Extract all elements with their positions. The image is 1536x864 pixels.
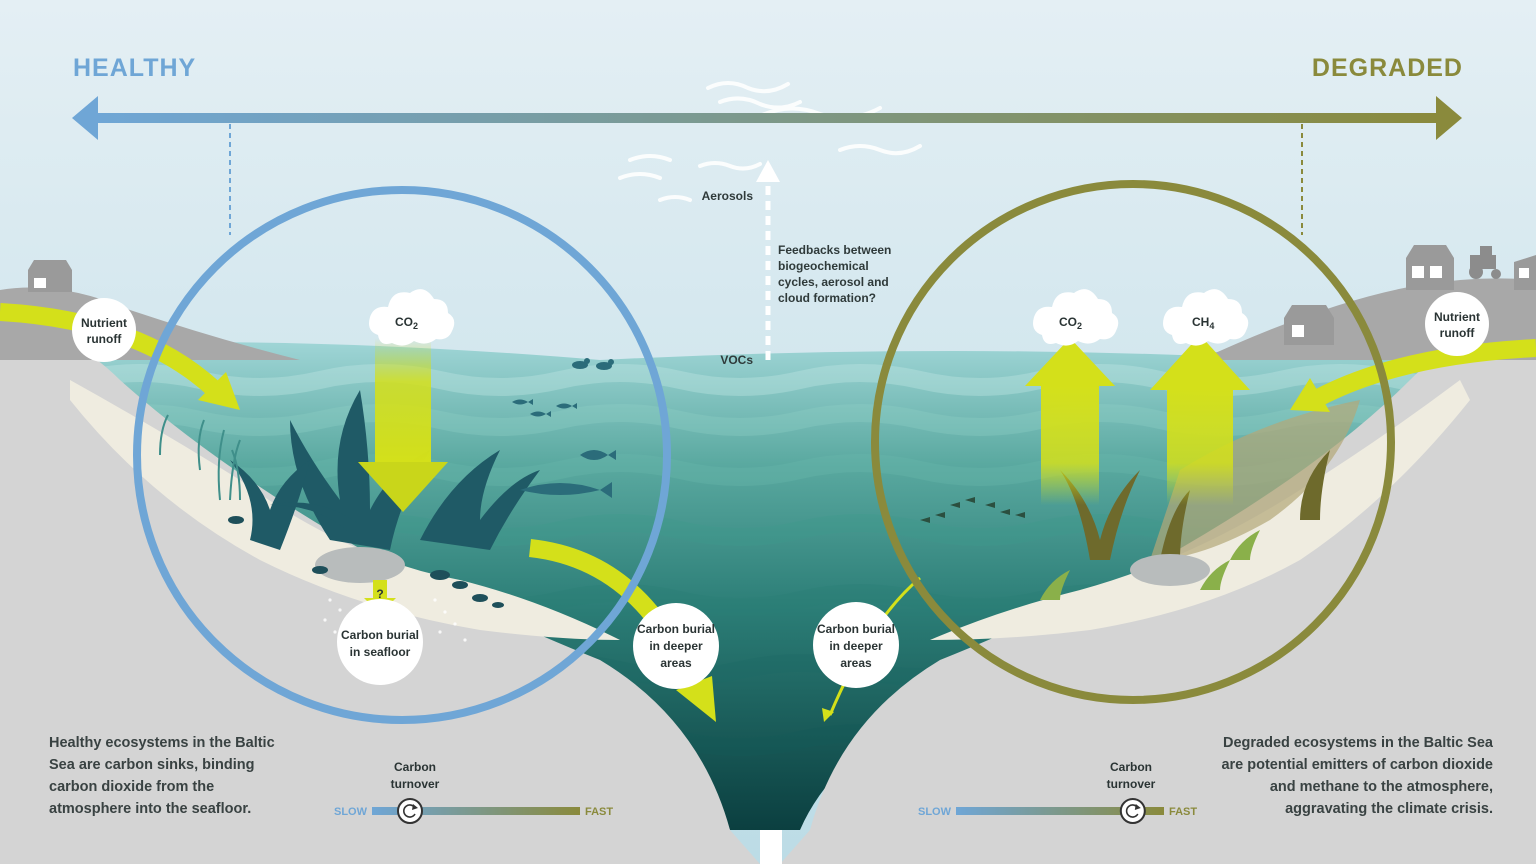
turnover-slow-label: SLOW xyxy=(334,806,368,818)
house-left xyxy=(28,260,72,292)
houses-right xyxy=(1284,245,1536,345)
healthy-co2-cloud xyxy=(369,289,455,346)
degraded-description-line: Degraded ecosystems in the Baltic Sea xyxy=(1223,735,1493,751)
healthy-description: Healthy ecosystems in the Baltic Sea are… xyxy=(49,732,309,820)
degraded-description-line: and methane to the atmosphere, xyxy=(1269,779,1493,795)
degraded-co2-cloud xyxy=(1033,289,1119,346)
feedbacks-label-line4: cloud formation? xyxy=(778,291,876,305)
deeper-burial-left-line3: areas xyxy=(660,656,692,670)
healthy-degraded-scale xyxy=(72,96,1462,235)
turnover-bar xyxy=(956,807,1164,815)
nutrient-runoff-bubble-right xyxy=(1425,292,1489,356)
degraded-description-line: are potential emitters of carbon dioxide xyxy=(1221,757,1493,773)
deeper-burial-bubble-right xyxy=(813,602,899,688)
healthy-description-line: carbon dioxide from the xyxy=(49,779,215,795)
healthy-co2-label: CO2 xyxy=(395,315,418,331)
co2-absorption-arrow xyxy=(358,338,448,512)
ducks xyxy=(572,358,614,370)
turnover-label-line1: Carbon xyxy=(1110,760,1152,774)
turnover-bar xyxy=(372,807,580,815)
turnover-label-line2: turnover xyxy=(1107,777,1156,791)
ch4-emission-arrow xyxy=(1150,335,1250,505)
nutrient-runoff-left-line2: runoff xyxy=(87,332,123,346)
aerosols-label: Aerosols xyxy=(702,189,754,203)
turnover-label-line1: Carbon xyxy=(394,760,436,774)
fish-school xyxy=(920,497,1025,523)
deeper-burial-bubble-left xyxy=(633,603,719,689)
turnover-indicator-icon xyxy=(1119,798,1146,824)
channel-bottom xyxy=(760,830,782,864)
degraded-description: Degraded ecosystems in the Baltic Sea ar… xyxy=(1173,732,1493,820)
turnover-fast-label: FAST xyxy=(1169,806,1197,818)
healthy-rock xyxy=(315,547,405,583)
seafloor-burial-line2: in seafloor xyxy=(350,645,411,659)
scale-right-label: DEGRADED xyxy=(1312,54,1463,82)
turnover-gauge-degraded: Carbon turnover SLOW FAST xyxy=(918,760,1197,824)
sand-left xyxy=(70,380,620,640)
scale-left-label: HEALTHY xyxy=(73,54,196,82)
degraded-ch4-label: CH4 xyxy=(1192,315,1214,331)
degraded-circle xyxy=(871,180,1395,704)
nutrient-runoff-arrowhead-left xyxy=(198,372,240,410)
nutrient-runoff-bubble-left xyxy=(72,298,136,362)
deeper-burial-right-line1: Carbon burial xyxy=(817,622,895,636)
turnover-label-line2: turnover xyxy=(391,777,440,791)
unknown-burial-question-mark: ? xyxy=(376,587,383,601)
healthy-kelp xyxy=(230,390,540,550)
feedbacks-label-line2: biogeochemical xyxy=(778,259,869,273)
deeper-burial-right-line3: areas xyxy=(840,656,872,670)
turnover-slow-label: SLOW xyxy=(918,806,952,818)
turnover-gauge-healthy: Carbon turnover SLOW FAST xyxy=(334,760,613,824)
feedbacks-label-line3: cycles, aerosol and xyxy=(778,275,889,289)
mussels xyxy=(228,516,504,608)
sediment-particles xyxy=(323,598,467,642)
fish xyxy=(512,399,616,498)
turnover-indicator-icon xyxy=(397,798,423,824)
feedback-arrowhead xyxy=(756,160,780,182)
nutrient-runoff-right-line2: runoff xyxy=(1440,326,1476,340)
nutrient-runoff-arrowhead-right xyxy=(1290,378,1330,412)
seafloor-burial-bubble xyxy=(337,599,423,685)
healthy-circle xyxy=(133,186,671,724)
seafloor-burial-line1: Carbon burial xyxy=(341,628,419,642)
nutrient-runoff-left-line1: Nutrient xyxy=(81,316,127,330)
deeper-burial-left-line1: Carbon burial xyxy=(637,622,715,636)
nutrient-runoff-arrow-right xyxy=(1313,339,1536,406)
degraded-slope xyxy=(1150,400,1360,560)
vocs-label: VOCs xyxy=(720,353,753,367)
co2-emission-arrow xyxy=(1025,338,1115,505)
deeper-burial-left-line2: in deeper xyxy=(649,639,703,653)
green-algae xyxy=(1040,530,1260,600)
healthy-description-line: atmosphere into the seafloor. xyxy=(49,801,252,817)
nutrient-runoff-right-line1: Nutrient xyxy=(1434,310,1480,324)
degraded-co2-label: CO2 xyxy=(1059,315,1082,331)
burial-deeper-arrowhead-right xyxy=(822,708,834,722)
sand-right xyxy=(930,380,1470,640)
healthy-description-line: Healthy ecosystems in the Baltic xyxy=(49,735,275,751)
turnover-fast-label: FAST xyxy=(585,806,613,818)
healthy-seagrass xyxy=(159,414,241,501)
degraded-rock xyxy=(1130,554,1210,586)
deeper-burial-right-line2: in deeper xyxy=(829,639,883,653)
degraded-ch4-cloud xyxy=(1163,289,1249,346)
healthy-description-line: Sea are carbon sinks, binding xyxy=(49,757,255,773)
degraded-description-line: aggravating the climate crisis. xyxy=(1285,801,1493,817)
tractor-icon xyxy=(1469,246,1501,279)
feedbacks-label-line1: Feedbacks between xyxy=(778,243,891,257)
